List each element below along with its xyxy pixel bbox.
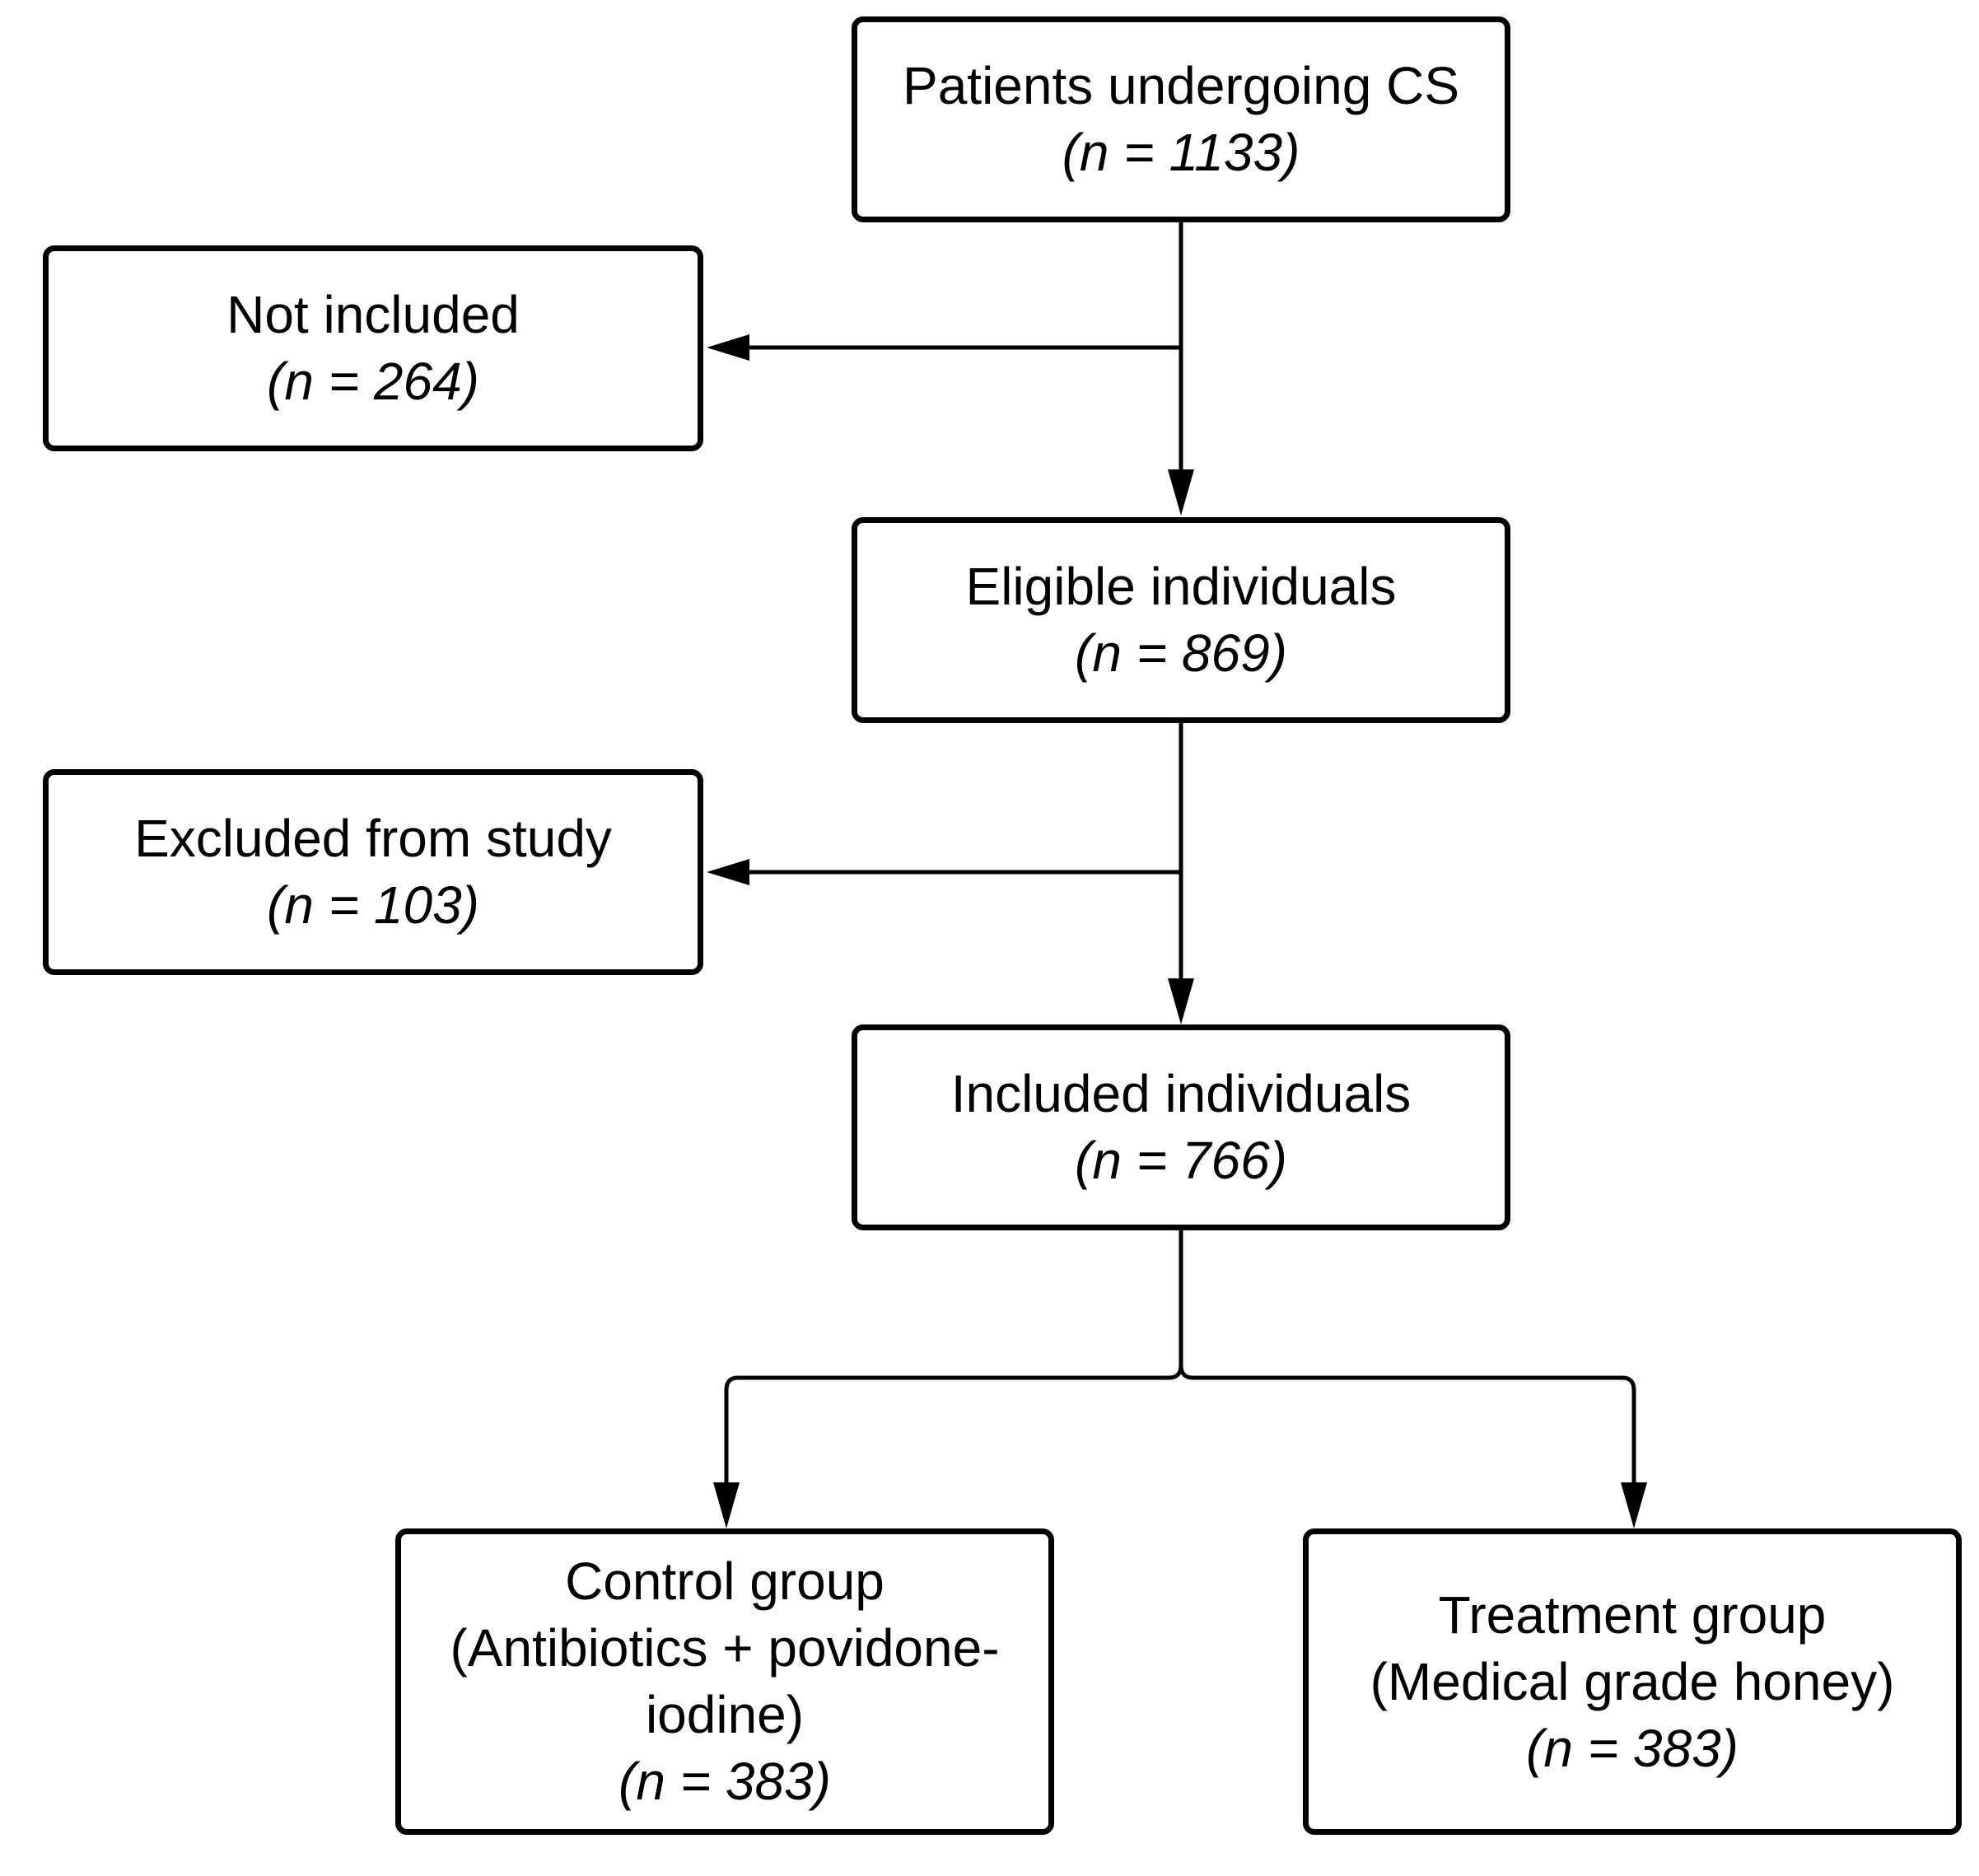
arrowhead-excluded (707, 859, 749, 885)
box-patients-count: (n = 1133) (1062, 123, 1300, 182)
box-control-group-title: Control group (565, 1552, 884, 1611)
arrowhead-included (1168, 978, 1194, 1024)
box-not-included-count: (n = 264) (267, 352, 479, 411)
box-eligible-count: (n = 869) (1075, 623, 1287, 683)
arrowhead-eligible (1168, 469, 1194, 516)
box-control-group-count: (n = 383) (618, 1752, 831, 1811)
box-not-included: Not included (n = 264) (43, 245, 703, 451)
box-included: Included individuals (n = 766) (852, 1024, 1510, 1230)
arrowhead-treatment (1621, 1482, 1647, 1528)
box-excluded-count: (n = 103) (267, 875, 479, 935)
box-patients-label: Patients undergoing CS (903, 56, 1459, 115)
box-eligible: Eligible individuals (n = 869) (852, 517, 1510, 723)
box-control-group: Control group (Antibiotics + povidone- i… (395, 1528, 1054, 1835)
split-connector (724, 1229, 1636, 1482)
arrowhead-not-included (707, 334, 749, 361)
box-eligible-label: Eligible individuals (965, 557, 1397, 616)
box-patients: Patients undergoing CS (n = 1133) (852, 16, 1510, 222)
box-treatment-group-title: Treatment group (1438, 1584, 1827, 1645)
box-not-included-label: Not included (226, 285, 520, 344)
box-included-label: Included individuals (950, 1064, 1412, 1123)
box-treatment-group: Treatment group (Medical grade honey) (n… (1303, 1528, 1962, 1835)
box-treatment-group-detail: (Medical grade honey) (1370, 1651, 1895, 1711)
box-excluded-label: Excluded from study (134, 809, 612, 868)
box-treatment-group-count: (n = 383) (1526, 1718, 1739, 1778)
arrowhead-control (713, 1482, 740, 1528)
box-control-group-detail-1: (Antibiotics + povidone- (450, 1618, 1000, 1678)
box-excluded: Excluded from study (n = 103) (43, 769, 703, 975)
box-included-count: (n = 766) (1075, 1131, 1287, 1190)
box-control-group-detail-2: iodine) (645, 1685, 805, 1744)
